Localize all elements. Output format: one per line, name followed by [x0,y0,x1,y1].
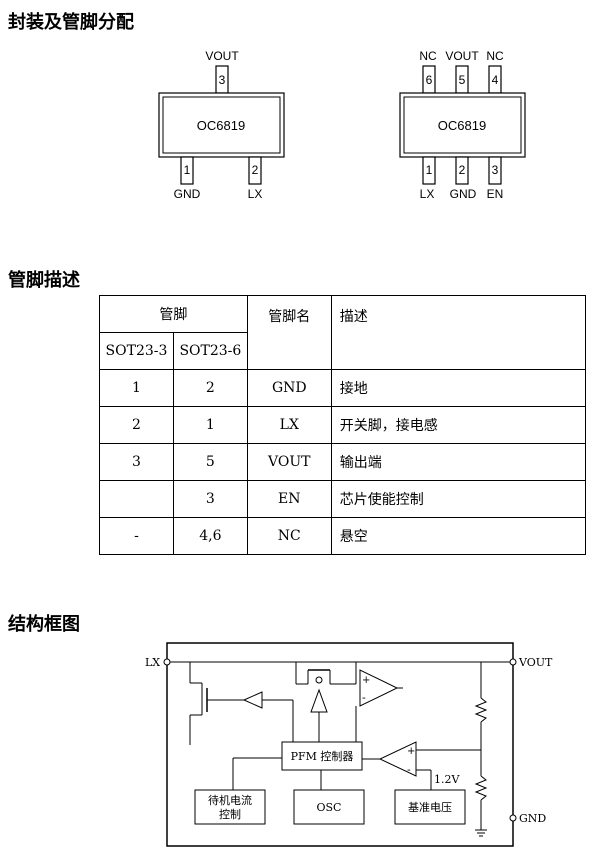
erramp-plus: + [407,746,415,757]
cell-pin-name: LX [246,406,332,444]
sot6-pin1-name: LX [420,187,435,201]
table-row: - 4,6 NC 悬空 [99,517,587,555]
standby-current-box [194,789,266,825]
package-section-title: 封装及管脚分配 [8,12,134,33]
sot3-pin2-name: LX [248,187,263,201]
pin-description-table: 管脚 管脚名 描述 SOT23-3 SOT23-6 1 2 GND 接地 2 1… [99,295,587,555]
sot6-body [399,92,526,158]
cell-description: 开关脚，接电感 [330,406,587,444]
pmos-driver-buffer [310,688,328,713]
sot6-pin4-name: NC [486,49,504,63]
sot6-chip-label: OC6819 [438,118,486,133]
table-subheader-row: SOT23-3 SOT23-6 [99,332,586,370]
chip-outline [166,642,514,847]
cell-description: 芯片使能控制 [330,480,587,518]
table-row: 2 1 LX 开关脚，接电感 [99,406,587,444]
sot6-pin1-number: 1 [426,163,433,177]
cell-sot6: 4,6 [172,517,248,555]
standby-line1: 待机电流 [208,793,252,807]
sot6-pin3-number: 3 [492,163,499,177]
sot6-pin2-name: GND [450,187,477,201]
sot3-pin1-lead [180,156,194,185]
osc-box [293,789,365,825]
sot3-pin3-name: VOUT [205,49,239,63]
sot6-pin2-number: 2 [459,163,466,177]
pmos-bubble [315,676,323,684]
sot3-pin1-number: 1 [184,163,191,177]
cell-sot3: 3 [99,443,174,481]
block-section-title: 结构框图 [8,614,80,635]
pin-desc-section-title: 管脚描述 [8,270,80,291]
vout-label: VOUT [518,656,553,669]
header-pin-name: 管脚名 [246,295,332,370]
gnd-terminal [509,814,517,822]
resistor-bottom [474,775,488,801]
sot6-pin6-number: 6 [426,73,433,87]
vout-terminal [509,658,517,666]
sot6-pin4-number: 4 [492,73,499,87]
header-description: 描述 [330,295,587,370]
cell-pin-name: NC [246,517,332,555]
table-row: 1 2 GND 接地 [99,369,587,407]
sot6-pin1-lead [422,156,436,185]
sot3-body-inner [162,96,281,154]
sot6-pin2-lead [455,156,469,185]
sot6-pin3-name: EN [487,187,504,201]
cell-description: 悬空 [330,517,587,555]
vref-value: 1.2V [434,773,460,786]
cell-pin-name: GND [246,369,332,407]
gnd-label: GND [519,812,546,825]
cell-sot3: 1 [99,369,174,407]
pfm-label: PFM 控制器 [291,749,354,763]
sot6-pin3-lead [488,156,502,185]
cell-sot6: 5 [172,443,248,481]
cell-description: 输出端 [330,443,587,481]
sot23-6-package: NC VOUT NC 6 5 4 OC6819 1 2 3 LX GND EN [399,49,526,201]
comparator-minus: - [362,691,366,704]
cell-pin-name: EN [246,480,332,518]
table-row: 3 EN 芯片使能控制 [99,480,587,518]
reference-label: 基准电压 [408,801,452,814]
cell-sot6: 1 [172,406,248,444]
sot3-pin2-number: 2 [252,163,259,177]
sot23-3-package: VOUT 3 OC6819 1 GND 2 LX [158,49,285,201]
gate-driver-buffer [242,691,263,709]
pfm-controller-box [281,741,363,771]
error-amplifier [378,741,417,777]
header-sot23-6: SOT23-6 [172,332,248,370]
standby-line2: 控制 [219,807,241,821]
sot3-pin3-number: 3 [219,73,226,87]
resistor-top [474,697,488,723]
comparator-plus: + [362,675,370,686]
table-header-row: 管脚 管脚名 描述 [99,295,587,370]
sot6-pin6-name: NC [419,49,437,63]
cell-sot6: 2 [172,369,248,407]
current-comparator [359,669,399,707]
package-diagrams: VOUT 3 OC6819 1 GND 2 LX NC VOUT NC 6 5 … [158,49,526,201]
reference-voltage-box [394,789,466,825]
osc-label: OSC [317,801,342,814]
sot3-chip-label: OC6819 [197,118,245,133]
erramp-minus: - [407,763,411,776]
sot6-pin5-name: VOUT [445,49,479,63]
cell-sot3: 2 [99,406,174,444]
cell-sot3: - [99,517,174,555]
header-pin-group: 管脚 [99,295,248,333]
sot3-pin2-lead [248,156,262,185]
lx-label: LX [145,656,160,669]
cell-description: 接地 [330,369,587,407]
sot3-body [158,92,285,158]
cell-sot6: 3 [172,480,248,518]
cell-sot3 [99,480,174,518]
table-row: 3 5 VOUT 输出端 [99,443,587,481]
lx-terminal [163,658,171,666]
sot6-pin5-number: 5 [459,73,466,87]
sot6-body-inner [403,96,522,154]
header-sot23-3: SOT23-3 [99,332,174,370]
block-diagram: LX VOUT GND PFM 控制器 待机电流 控制 OSC 基准电压 1.2… [145,642,553,847]
sot3-pin1-name: GND [174,187,201,201]
cell-pin-name: VOUT [246,443,332,481]
